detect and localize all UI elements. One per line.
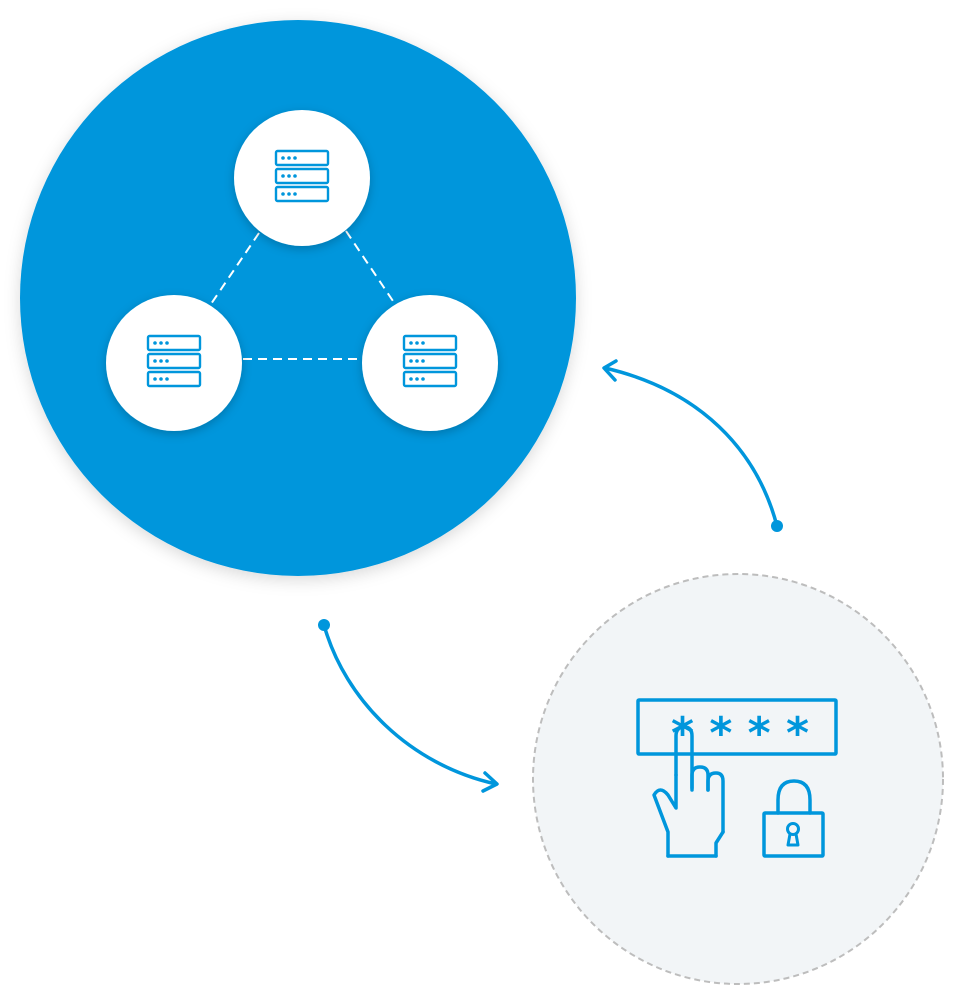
password-mask: * * * * [671,708,809,759]
arrow-cluster-to-auth [318,619,499,793]
padlock-icon [762,779,825,858]
authentication-background [532,573,944,985]
server-cluster [20,20,576,576]
authentication-panel: * * * * [532,573,944,985]
server-node-top [234,110,370,246]
arrow-auth-to-cluster [602,359,783,532]
hand-pointer-icon [652,725,725,858]
server-node-right [362,295,498,431]
cluster-background [20,20,576,576]
flow-arrows [318,359,783,793]
cluster-links [210,230,396,360]
password-field-icon: * * * * [636,698,838,759]
server-node-left [106,295,242,431]
